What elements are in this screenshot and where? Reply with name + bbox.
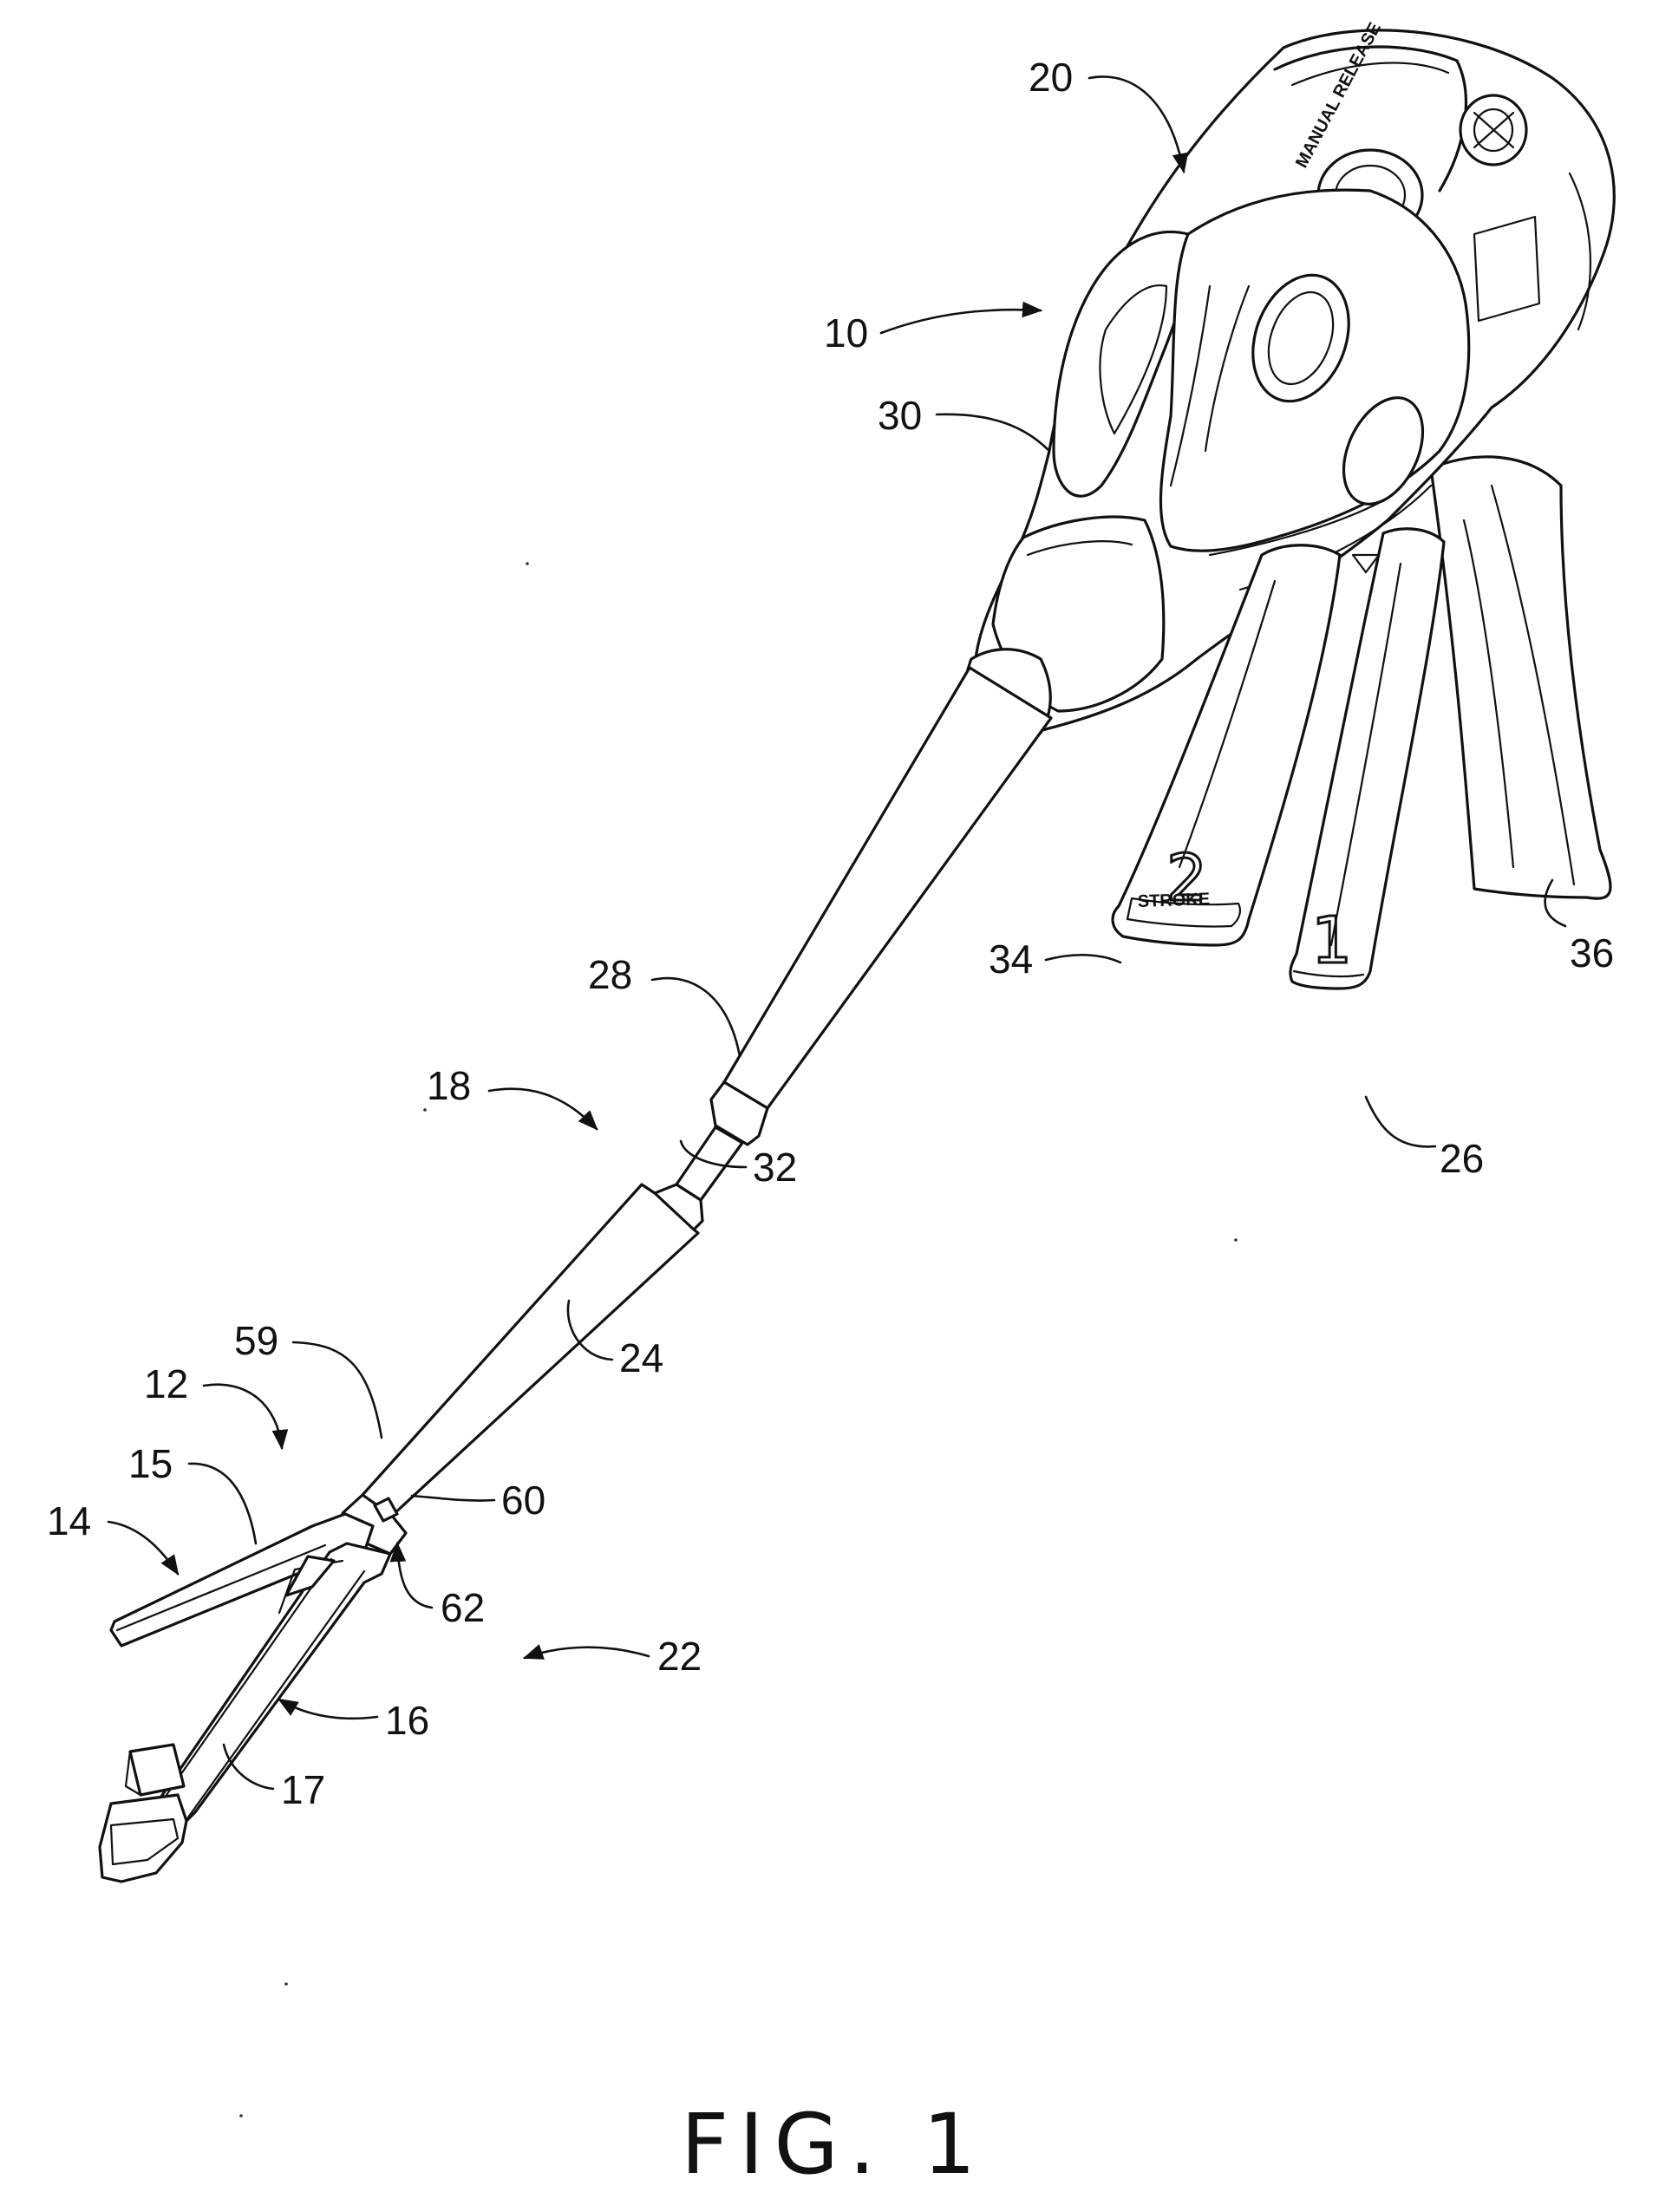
ref-34: 34 [989,936,1033,982]
ref-28: 28 [588,952,632,997]
ref-10: 10 [824,310,868,356]
end-effector [100,1514,390,1882]
ref-22: 22 [657,1634,702,1679]
ref-14: 14 [47,1498,91,1543]
ref-24: 24 [619,1335,663,1380]
ref-62: 62 [441,1585,485,1630]
trigger-2-numeral: 2 [1166,841,1207,916]
ref-15: 15 [128,1441,173,1486]
ref-17: 17 [281,1767,325,1812]
ref-32: 32 [753,1145,797,1190]
shaft [343,668,1051,1554]
figure-caption: FIG. 1 [681,2096,986,2193]
ref-16: 16 [385,1698,429,1743]
ref-18: 18 [427,1063,471,1108]
ref-20: 20 [1029,55,1073,100]
trigger-1-numeral: 1 [1311,904,1352,978]
fixed-grip [1431,457,1610,898]
ref-30: 30 [878,393,922,438]
ref-60: 60 [501,1478,545,1523]
handle-assembly [965,30,1615,989]
ref-36: 36 [1570,930,1614,975]
ref-12: 12 [144,1361,188,1406]
ref-26: 26 [1440,1136,1484,1181]
ref-59: 59 [234,1318,278,1363]
